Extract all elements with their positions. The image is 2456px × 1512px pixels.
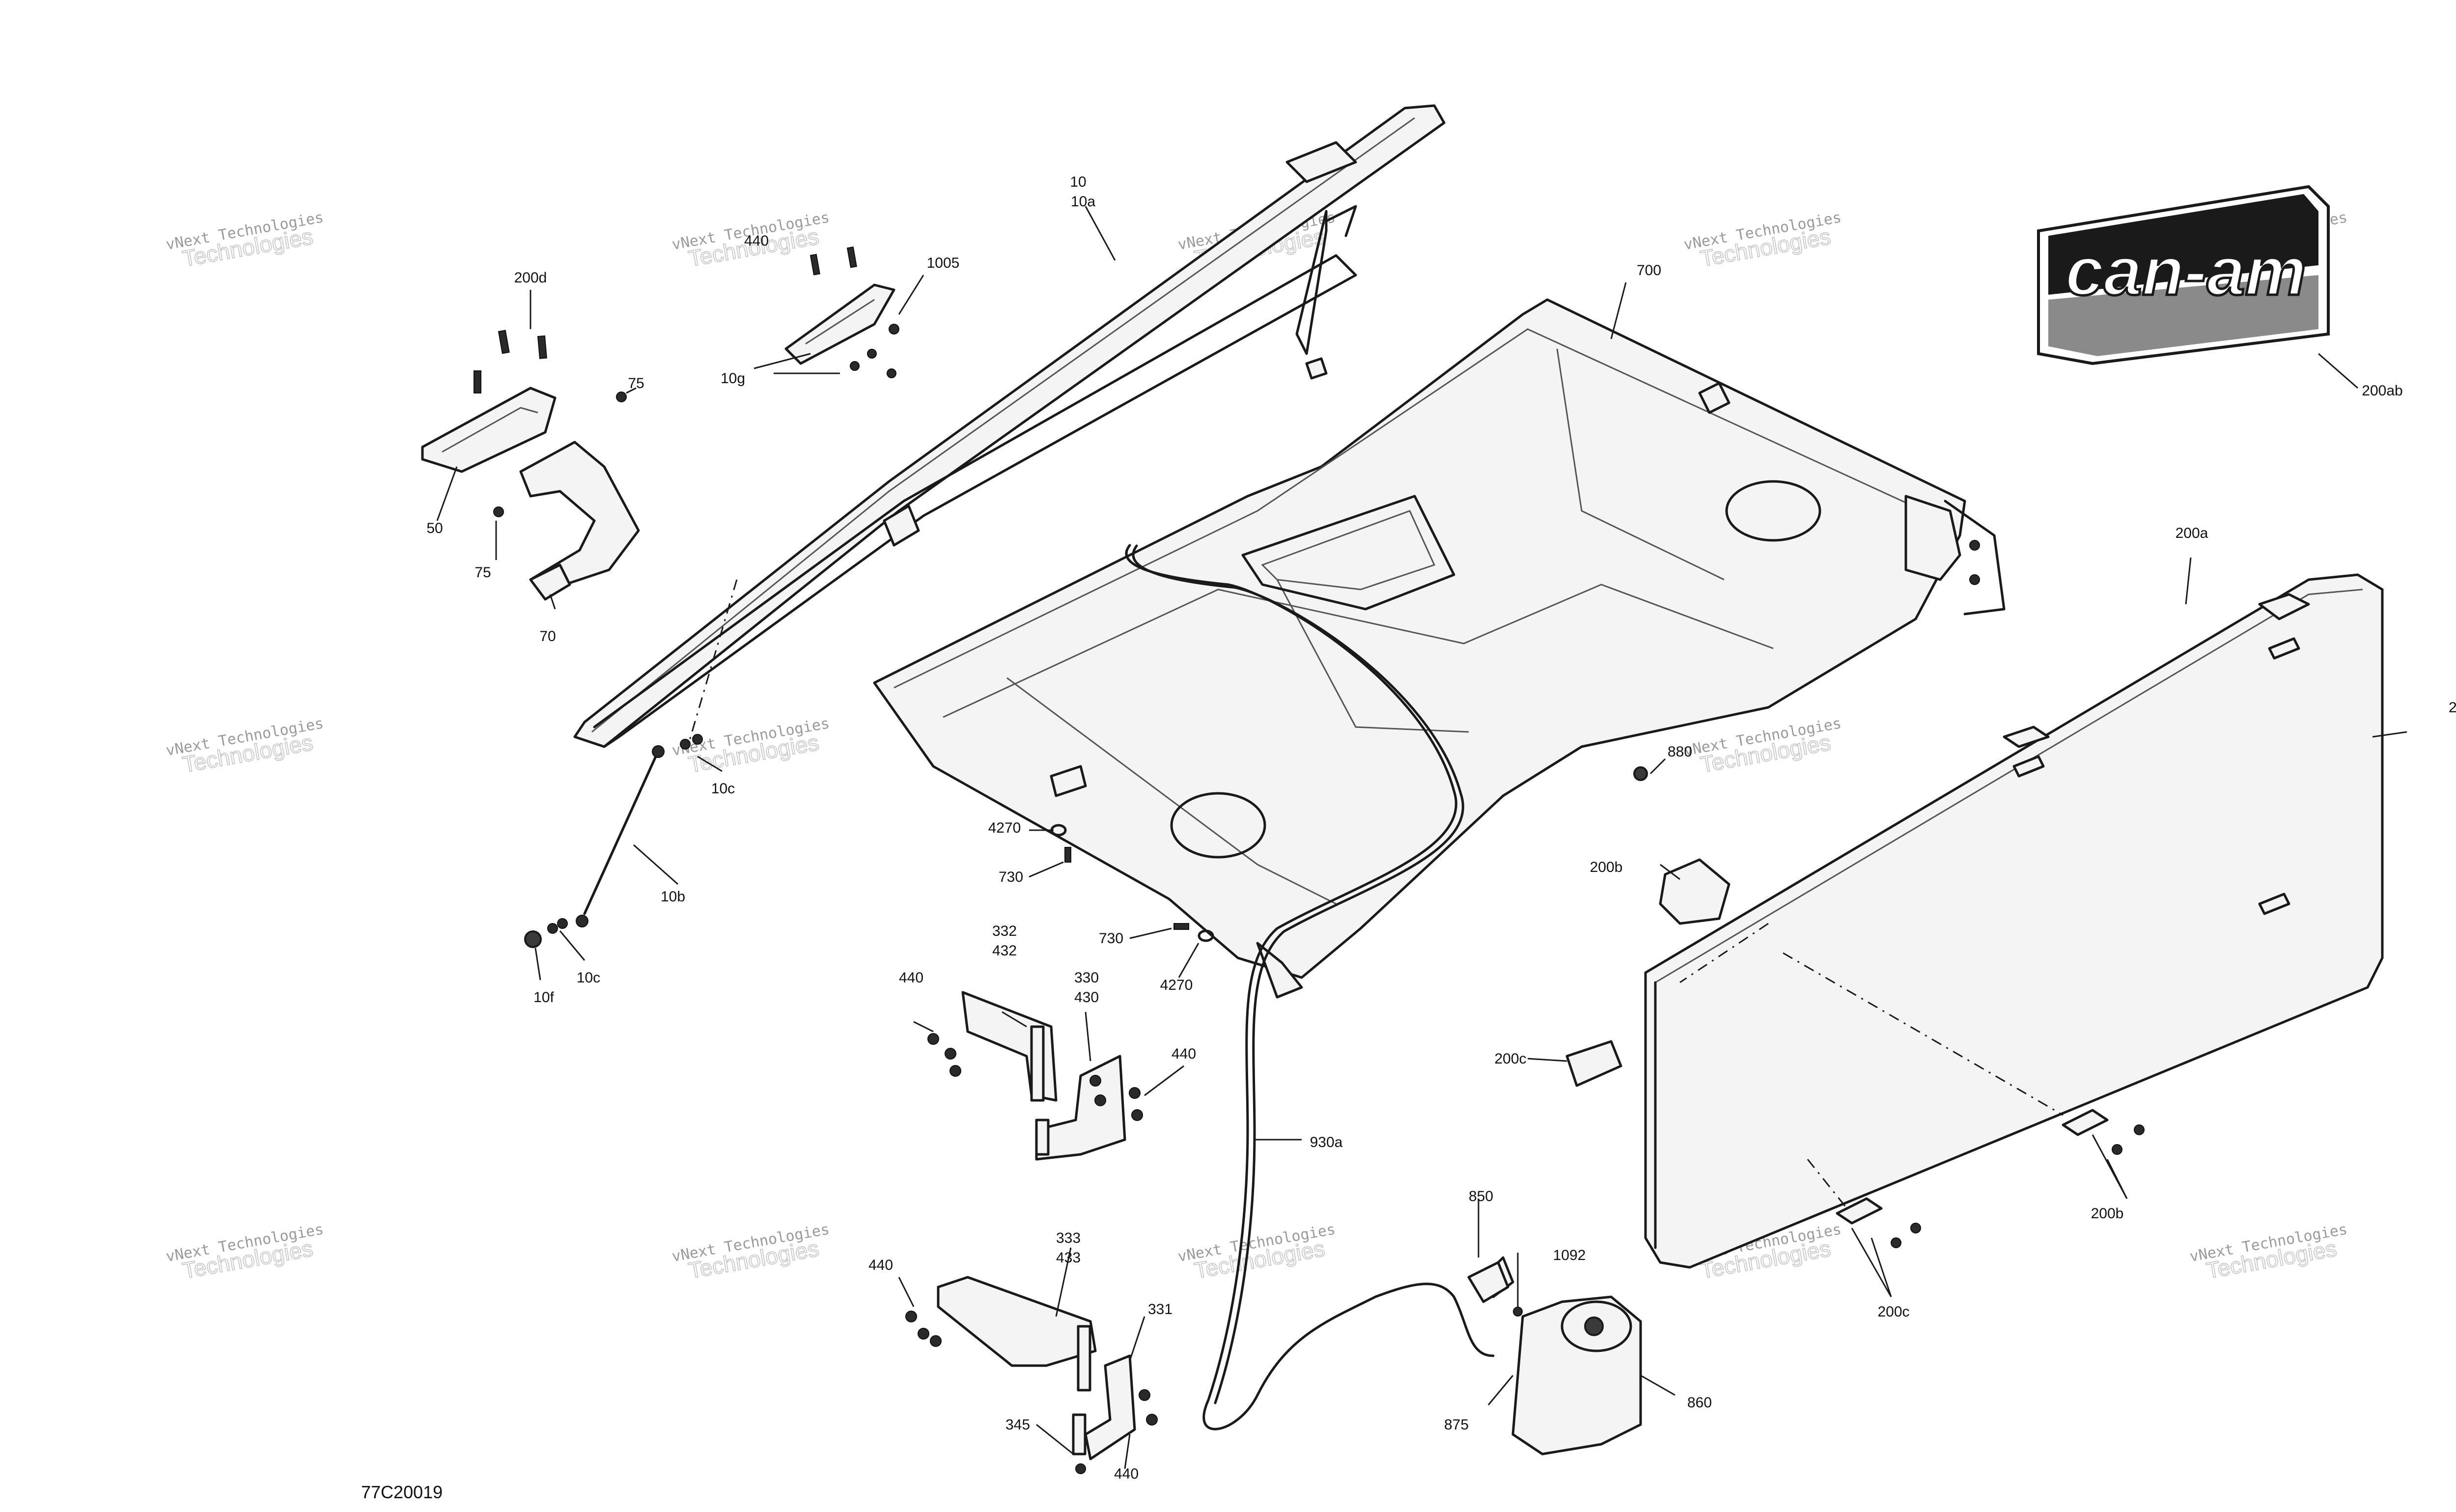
callout-440-c: 440	[868, 1257, 893, 1273]
callout-700: 700	[1637, 262, 1661, 279]
callout-75-upper: 75	[628, 375, 644, 392]
hood-frame	[573, 104, 1446, 748]
callout-50: 50	[426, 520, 443, 536]
callout-875: 875	[1444, 1417, 1469, 1433]
callout-850: 850	[1469, 1188, 1493, 1204]
callout-330: 330	[1074, 970, 1099, 986]
callout-10c-lower: 10c	[577, 970, 600, 986]
hinge-top	[784, 246, 899, 378]
callout-10c-upper: 10c	[711, 781, 735, 797]
hinge-bracket-lower	[905, 1276, 1158, 1474]
callout-10a: 10a	[1071, 194, 1095, 210]
callout-345: 345	[1005, 1417, 1030, 1433]
door-hardware	[1565, 858, 2145, 1248]
callout-10b: 10b	[661, 889, 685, 905]
door-panel	[1644, 573, 2384, 1269]
callout-200a: 200a	[2176, 525, 2208, 541]
callout-433: 433	[1056, 1250, 1081, 1266]
callout-432: 432	[992, 943, 1017, 959]
callout-200d: 200d	[514, 270, 547, 286]
callout-1092: 1092	[1553, 1247, 1586, 1263]
drawing-number: 77C20019	[361, 1482, 443, 1502]
callout-200b-upper: 200b	[1590, 859, 1623, 875]
callout-860: 860	[1687, 1395, 1712, 1411]
callout-70: 70	[539, 628, 556, 644]
callout-430: 430	[1074, 989, 1099, 1006]
leader-lines	[436, 206, 2407, 1469]
can-am-logo: can-am	[2037, 185, 2330, 365]
hinge-bracket-upper	[927, 991, 1143, 1161]
fasteners	[1050, 766, 1648, 942]
callout-930a: 930a	[1310, 1134, 1343, 1150]
callout-4270-upper: 4270	[988, 820, 1021, 836]
callout-10f: 10f	[533, 989, 554, 1006]
callout-440-b: 440	[1172, 1046, 1196, 1062]
callout-75-lower: 75	[474, 564, 491, 581]
callout-labels: 10 10a 10b 10c 10c 10f 10g 440 1005 200d…	[426, 174, 2456, 1482]
callout-200c-lower: 200c	[1877, 1304, 1909, 1320]
callout-10g: 10g	[721, 370, 745, 387]
cargo-box	[873, 298, 2006, 999]
callout-730-upper: 730	[999, 869, 1023, 885]
callout-10: 10	[1070, 174, 1086, 190]
callout-4270-lower: 4270	[1160, 977, 1193, 993]
callout-440-d: 440	[1114, 1466, 1139, 1482]
callout-440-a: 440	[899, 970, 923, 986]
logo-text: can-am	[2065, 232, 2306, 309]
callout-331: 331	[1148, 1301, 1172, 1317]
callout-332: 332	[992, 923, 1017, 939]
callout-1005: 1005	[927, 255, 960, 271]
callout-880: 880	[1668, 744, 1692, 760]
callout-333: 333	[1056, 1230, 1081, 1246]
callout-200: 200	[2449, 700, 2456, 716]
washer-reservoir	[1467, 1261, 1642, 1456]
gas-strut	[524, 734, 703, 948]
callout-440-top: 440	[744, 233, 769, 249]
callout-730-lower: 730	[1099, 930, 1123, 947]
callout-200ab: 200ab	[2362, 383, 2402, 399]
callout-200b-lower: 200b	[2091, 1205, 2124, 1222]
callout-200c-upper: 200c	[1494, 1051, 1526, 1067]
latch-assembly	[421, 330, 640, 601]
